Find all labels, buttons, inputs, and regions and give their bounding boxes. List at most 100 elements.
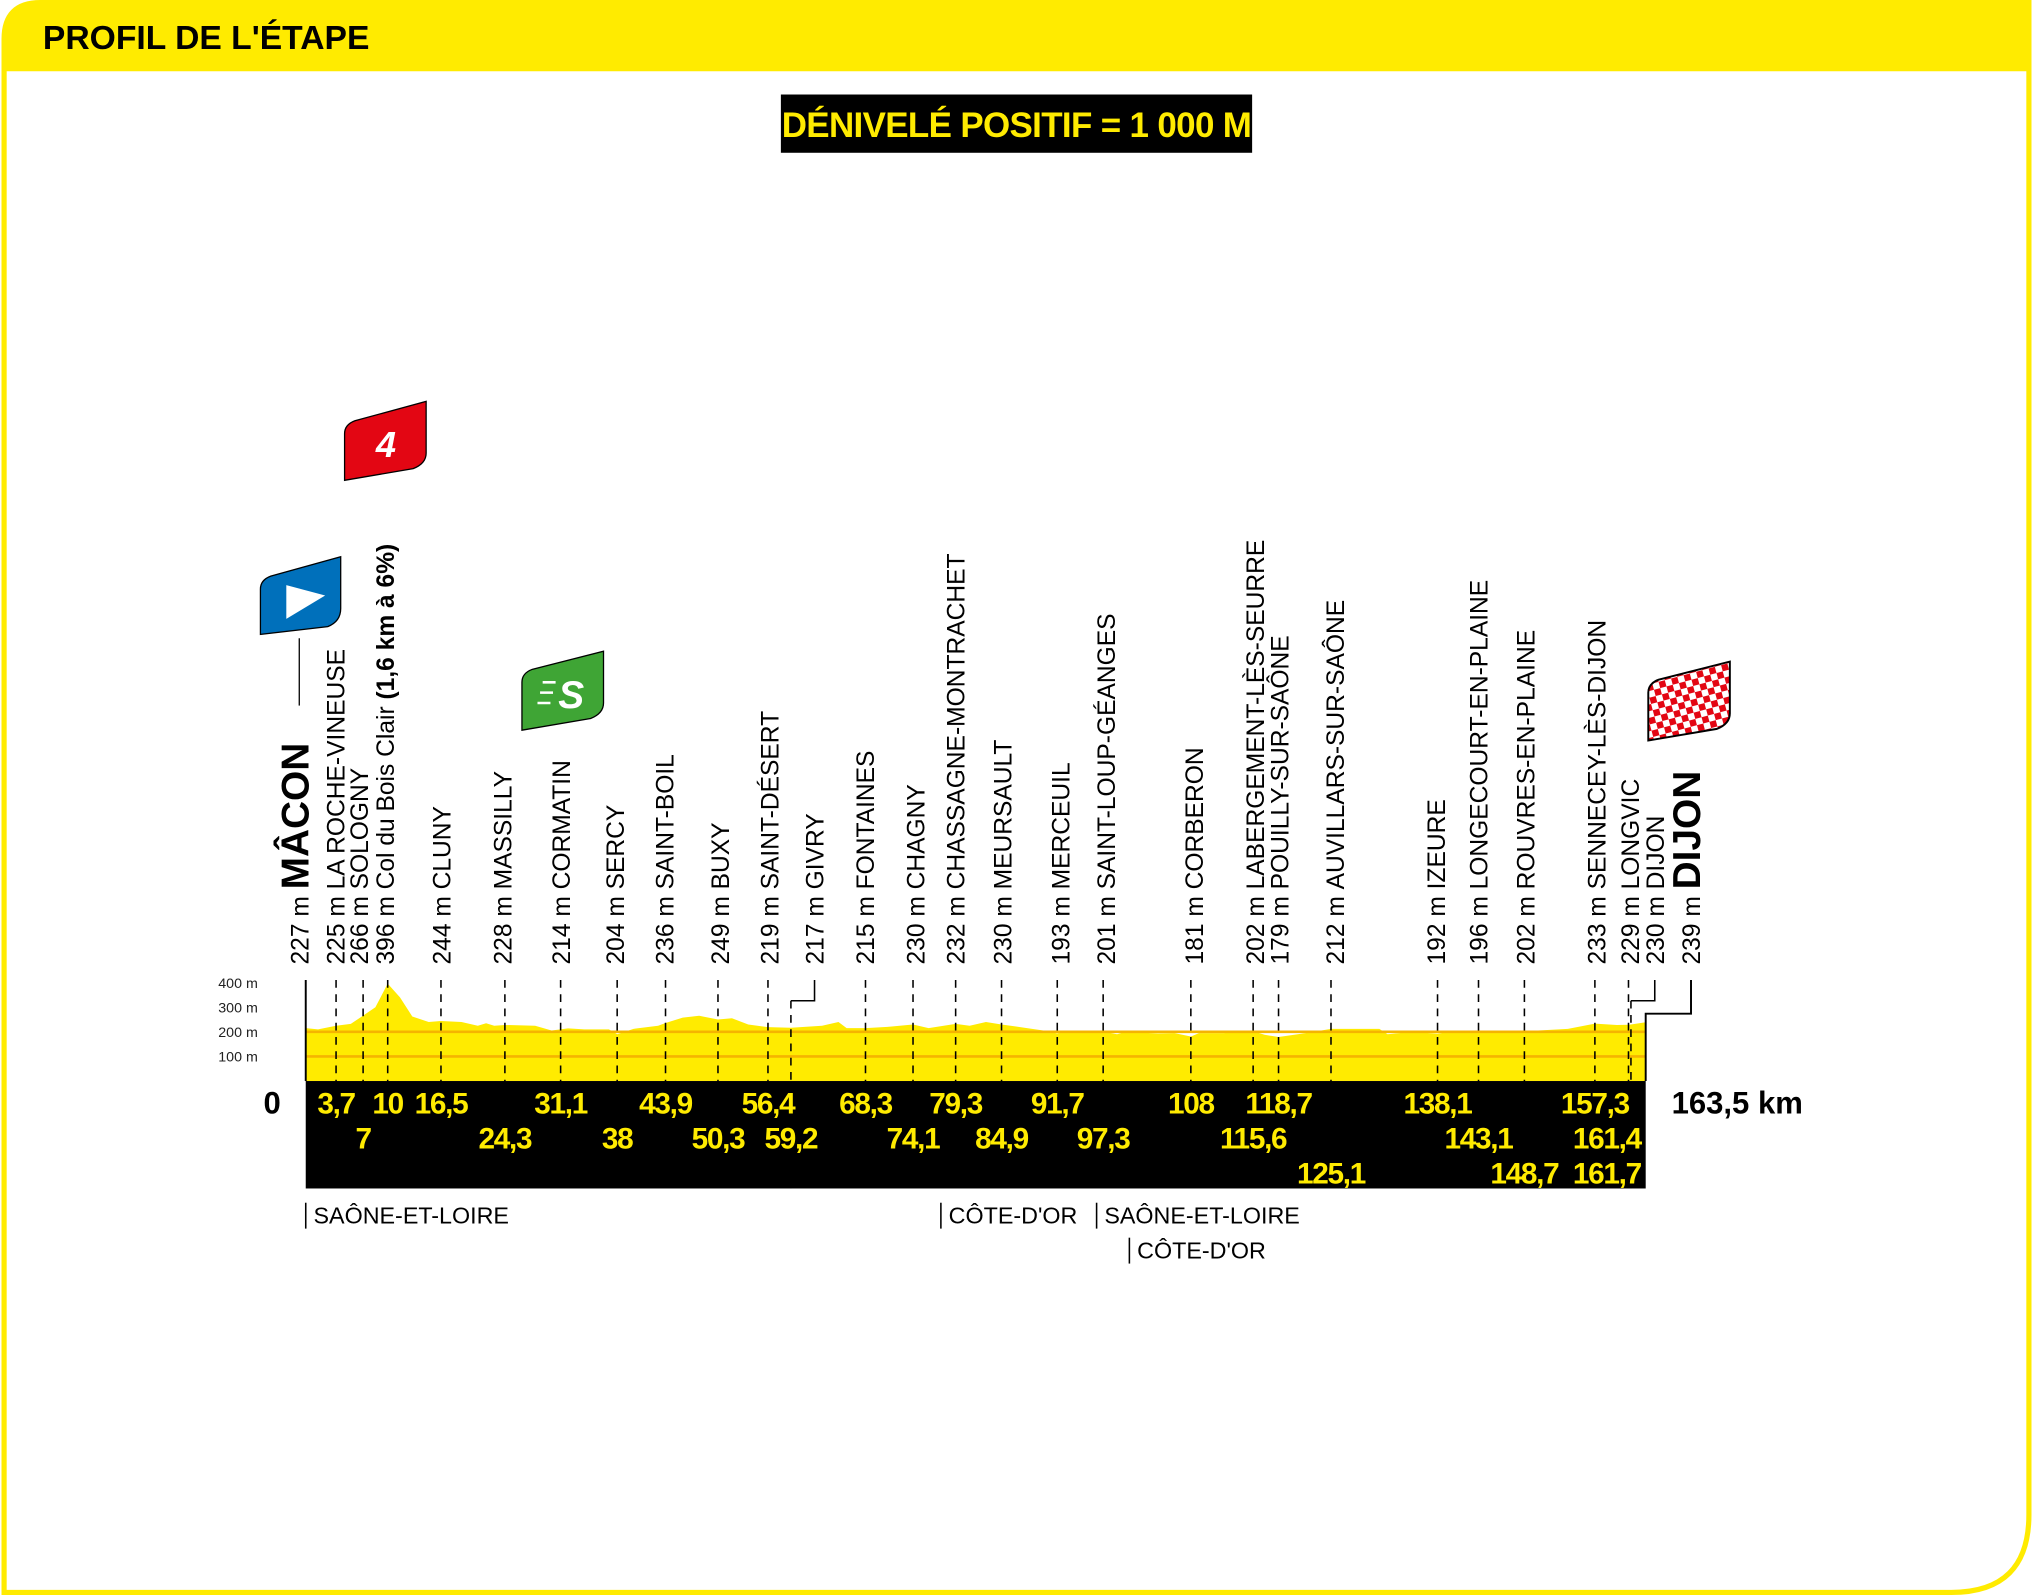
waypoint-altitude: 204 m [603,889,630,964]
page-title: PROFIL DE L'ÉTAPE [43,19,370,57]
km-label: 91,7 [1031,1087,1084,1120]
km-label: 3,7 [317,1087,355,1120]
waypoint-name: MEURSAULT [990,740,1017,890]
waypoint-name: SAINT-DÉSERT [757,711,784,889]
waypoint-label: 219 m SAINT-DÉSERT [757,711,784,965]
km-label: 161,7 [1573,1157,1642,1190]
waypoint-name: FONTAINES [853,751,880,890]
waypoint-label: 230 m MEURSAULT [990,740,1017,965]
waypoint-altitude: 193 m [1049,889,1076,964]
waypoint-name: MERCEUIL [1049,762,1076,889]
waypoint-label: 396 m Col du Bois Clair (1,6 km à 6%) [373,544,400,965]
waypoint-name: SAINT-BOIL [652,754,679,889]
km-label: 50,3 [692,1122,745,1155]
waypoint-name: MÂCON [273,743,317,890]
km-label: 68,3 [839,1087,892,1120]
waypoint-name: SERCY [603,805,630,890]
waypoint-altitude: 202 m [1513,889,1540,964]
km-label: 43,9 [639,1087,692,1120]
waypoint-name: CORMATIN [549,760,576,889]
waypoint-altitude: 181 m [1182,889,1209,964]
finish-flag-icon [1647,660,1731,742]
waypoint-name: ROUVRES-EN-PLAINE [1513,630,1540,890]
waypoint-altitude: 212 m [1323,889,1350,964]
total-distance-label: 163,5 km [1672,1085,1803,1120]
km-label: 138,1 [1404,1087,1473,1120]
department-label: CÔTE-D'OR [949,1201,1078,1228]
waypoint-name: SAINT-LOUP-GÉANGES [1094,613,1121,889]
waypoint-altitude: 215 m [853,889,880,964]
waypoint-altitude: 201 m [1094,889,1121,964]
waypoint-label: 179 m POUILLY-SUR-SAÔNE [1266,635,1294,964]
waypoint-altitude: 228 m [491,889,518,964]
waypoint-name: LONGVIC [1618,779,1645,890]
header-bar [4,2,2029,72]
waypoint-altitude: 239 m [1679,889,1706,964]
waypoint-name: SENNECEY-LÈS-DIJON [1585,620,1612,890]
waypoint-label: 202 m LABERGEMENT-LÈS-SEURRE [1243,540,1270,965]
waypoint-altitude: 244 m [430,889,457,964]
waypoint-name: GIVRY [803,813,830,889]
km-label: 74,1 [887,1122,940,1155]
km-label: 148,7 [1490,1157,1559,1190]
waypoint-altitude: 227 m [287,889,314,964]
department-label: SAÔNE-ET-LOIRE [1104,1201,1299,1228]
waypoint-altitude: 217 m [803,889,830,964]
waypoint-altitude: 202 m [1243,889,1270,964]
km-label: 24,3 [479,1122,532,1155]
y-tick-label: 400 m [218,976,258,992]
waypoint-label: 217 m GIVRY [803,813,830,964]
waypoint-name: DIJON [1643,816,1670,890]
km-label: 143,1 [1445,1122,1514,1155]
waypoint-label: 202 m ROUVRES-EN-PLAINE [1513,630,1540,965]
elevation-gain-label: DÉNIVELÉ POSITIF = 1 000 M [782,105,1252,145]
waypoint-label: 225 m LA ROCHE-VINEUSE [324,649,351,965]
waypoint-label: 204 m SERCY [603,805,630,965]
sprint-letter: S [558,674,584,717]
km-label: 115,6 [1220,1122,1287,1155]
waypoint-label: 233 m SENNECEY-LÈS-DIJON [1585,620,1612,965]
km-label: 10 [372,1087,403,1120]
waypoint-label: 228 m MASSILLY [491,771,518,965]
km-label: 161,4 [1573,1122,1643,1155]
waypoint-name: CHAGNY [904,784,931,889]
waypoint-name: IZEURE [1424,799,1451,889]
waypoint-leader-line [790,980,816,1002]
waypoint-label: 227 m MÂCON [273,743,317,965]
waypoint-label: 214 m CORMATIN [549,760,576,964]
distance-band [305,1081,1646,1189]
waypoint-name: CORBERON [1182,747,1209,889]
waypoint-label: 232 m CHASSAGNE-MONTRACHET [944,553,971,964]
waypoint-label: 266 m SOLOGNY [347,768,374,965]
km-label: 7 [355,1122,371,1155]
start-flag-icon [259,555,342,636]
km-label: 38 [602,1122,633,1155]
waypoint-altitude: 225 m [324,889,351,964]
waypoint-altitude: 196 m [1467,889,1494,964]
waypoint-label: 236 m SAINT-BOIL [652,754,679,964]
waypoint-label: 201 m SAINT-LOUP-GÉANGES [1094,613,1121,964]
waypoint-altitude: 229 m [1618,889,1645,964]
waypoint-altitude: 232 m [944,889,971,964]
waypoint-altitude: 233 m [1585,889,1612,964]
waypoint-name: LA ROCHE-VINEUSE [324,649,351,889]
climb-details: (1,6 km à 6%) [373,544,400,700]
waypoint-altitude: 179 m [1267,889,1294,964]
waypoint-name: CLUNY [430,806,457,889]
waypoint-name: SOLOGNY [347,768,374,890]
waypoint-label: 230 m CHAGNY [904,784,931,964]
waypoint-name: DIJON [1666,771,1709,890]
km-label: 118,7 [1245,1087,1312,1120]
km-label: 79,3 [929,1087,982,1120]
waypoint-altitude: 219 m [757,889,784,964]
waypoint-label: 193 m MERCEUIL [1049,762,1076,964]
waypoint-altitude: 214 m [549,889,576,964]
waypoint-altitude: 236 m [652,889,679,964]
waypoint-altitude: 192 m [1424,889,1451,964]
km-label: 97,3 [1077,1122,1130,1155]
sprint-flag-icon: S [521,650,605,731]
kom-category: 4 [375,424,396,465]
waypoint-name: LONGECOURT-EN-PLAINE [1467,580,1494,890]
kom-flag-icon: 4 [343,400,427,482]
waypoint-altitude: 230 m [1643,889,1670,964]
